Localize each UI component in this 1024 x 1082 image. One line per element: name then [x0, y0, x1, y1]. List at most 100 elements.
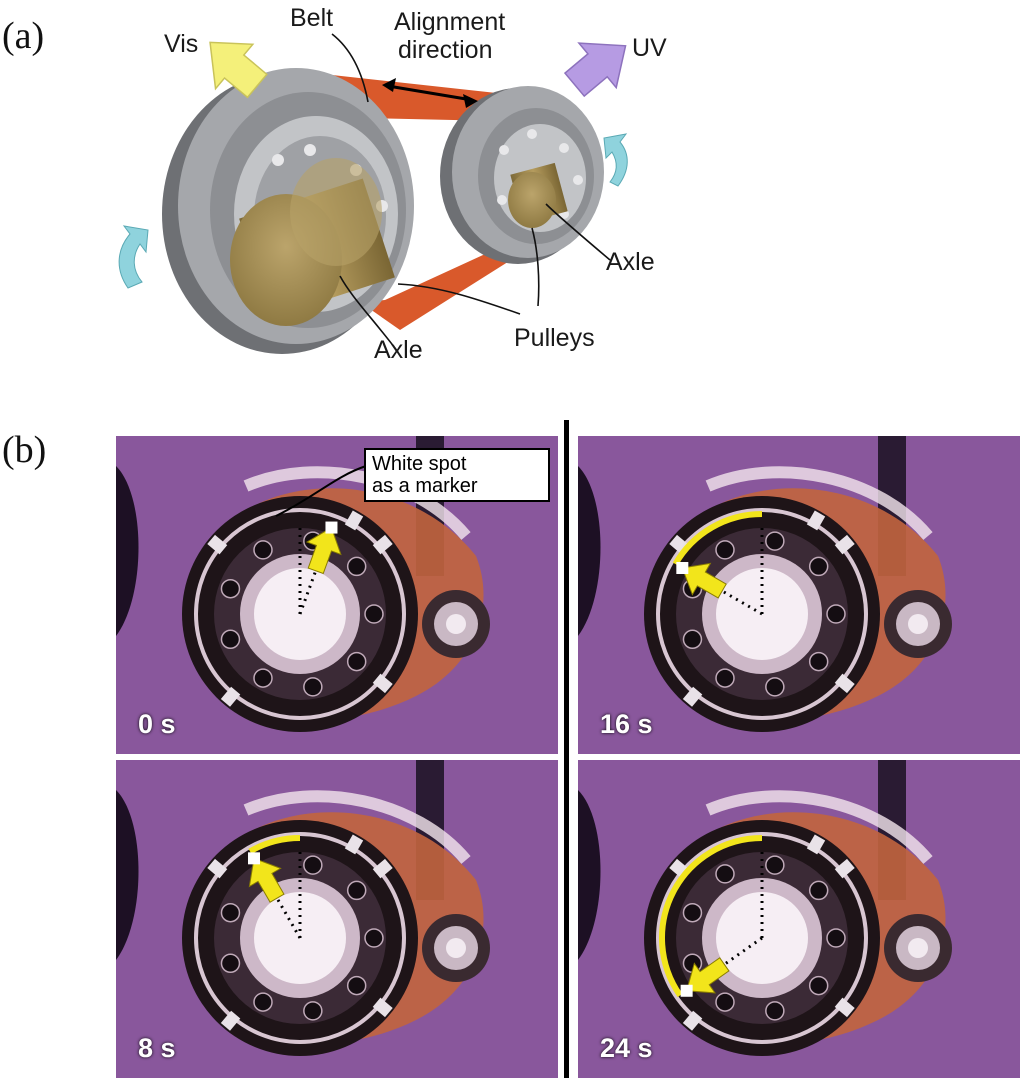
axle-right-label: Axle	[606, 248, 655, 276]
bearing-ball	[826, 928, 846, 948]
clip-tab	[806, 834, 826, 855]
panel-b-label: (b)	[2, 429, 47, 471]
photo-scene	[578, 760, 1020, 1078]
bearing-ball	[765, 855, 785, 875]
marker-note-line-2: as a marker	[372, 475, 478, 497]
bearing-ball	[220, 629, 241, 650]
small-pulley-axle	[446, 938, 466, 958]
dark-edge	[116, 790, 139, 960]
clip-tab	[220, 1010, 241, 1031]
bearing-ball	[346, 880, 367, 901]
uv-label: UV	[632, 34, 667, 62]
belt-highlight	[243, 790, 471, 864]
bearing-ball	[303, 855, 323, 875]
bearing-ball	[715, 864, 735, 884]
small-pulley-axle	[908, 938, 928, 958]
bearing-ball	[682, 629, 703, 650]
bearing-ball	[346, 975, 367, 996]
bearing-ball	[765, 531, 785, 551]
clip-tab	[220, 686, 241, 707]
clip-tab	[372, 858, 393, 879]
bearing-ball	[220, 902, 241, 923]
alignment-direction-arrow	[382, 78, 478, 108]
pulley-schematic: Vis Belt Alignment direction UV Axle Axl…	[118, 4, 667, 364]
bearing-ball	[808, 556, 829, 577]
bearing-ball	[765, 677, 785, 697]
photo-frame-16s: 16 s	[578, 436, 1020, 754]
clip-tab	[344, 834, 364, 855]
clip-tab	[344, 510, 364, 531]
time-label: 16 s	[600, 709, 653, 739]
large-axle	[230, 158, 395, 326]
clip-tab	[806, 510, 826, 531]
pulleys-label: Pulleys	[514, 324, 595, 352]
bearing-ball	[303, 677, 323, 697]
bearing-ball	[808, 651, 829, 672]
small-pulley-axle	[446, 614, 466, 634]
bearing-ball	[715, 668, 735, 688]
belt-highlight	[705, 466, 933, 540]
belt-highlight	[705, 790, 933, 864]
panel-a-label: (a)	[2, 15, 45, 57]
white-spot	[680, 984, 693, 997]
clip-tab	[372, 534, 393, 555]
clip-tab	[207, 858, 228, 879]
photo-frame-24s: 24 s	[578, 760, 1020, 1078]
dark-edge	[578, 466, 601, 636]
bearing-ball	[808, 880, 829, 901]
leader-lines	[331, 33, 611, 353]
bearing-ball	[364, 604, 384, 624]
bearing-ball	[364, 928, 384, 948]
photo-frame-0s: White spot as a marker 0 s	[116, 436, 558, 754]
bearing-ball	[253, 668, 273, 688]
frame-divider	[564, 420, 569, 1078]
alignment-label: Alignment	[394, 8, 505, 36]
time-label: 0 s	[138, 709, 176, 739]
bearing-ball	[682, 902, 703, 923]
belt-highlight	[243, 466, 471, 540]
clip-tab	[834, 673, 855, 694]
time-label: 8 s	[138, 1033, 176, 1063]
bearing-ball	[346, 556, 367, 577]
marker-arrow	[685, 957, 730, 994]
photo-frame-8s: 8 s	[116, 760, 558, 1078]
direction-label: direction	[398, 36, 493, 64]
bearing-ball	[715, 540, 735, 560]
marker-note-line-1: White spot	[372, 453, 467, 475]
clip-tab	[834, 997, 855, 1018]
marker-arrow	[305, 526, 342, 575]
vis-light-arrow	[209, 41, 268, 99]
clip-tab	[372, 997, 393, 1018]
bearing-ball	[808, 975, 829, 996]
bearing-ball	[715, 992, 735, 1012]
rotation-track	[659, 835, 763, 998]
bearing-ball	[253, 992, 273, 1012]
dark-edge	[578, 790, 601, 960]
bearing-rim	[194, 832, 406, 1044]
bearing-ball	[303, 1001, 323, 1021]
uv-light-arrow	[563, 42, 627, 98]
dark-edge	[116, 466, 139, 636]
clip-tab	[207, 534, 228, 555]
rotation-track	[248, 835, 301, 855]
photo-scene	[578, 436, 1020, 754]
bearing-rim	[656, 508, 868, 720]
axle-left-label: Axle	[374, 336, 423, 364]
left-rotation-arrow	[118, 225, 149, 289]
right-rotation-arrow	[603, 133, 628, 187]
marker-note-leader	[275, 465, 367, 517]
white-spot	[248, 852, 260, 865]
clip-tab	[372, 673, 393, 694]
marker-arrow-head	[305, 526, 342, 575]
bearing-ball	[765, 1001, 785, 1021]
bearing-ball	[253, 540, 273, 560]
marker-line	[689, 936, 763, 990]
bearing-ball	[220, 578, 241, 599]
marker-note: White spot as a marker	[364, 448, 550, 502]
bearing-rim	[194, 508, 406, 720]
marker-arrow-head	[685, 957, 730, 994]
marker-line	[254, 861, 302, 939]
bearing-rim	[656, 832, 868, 1044]
bearing-ball	[826, 604, 846, 624]
clip-tab	[834, 858, 855, 879]
